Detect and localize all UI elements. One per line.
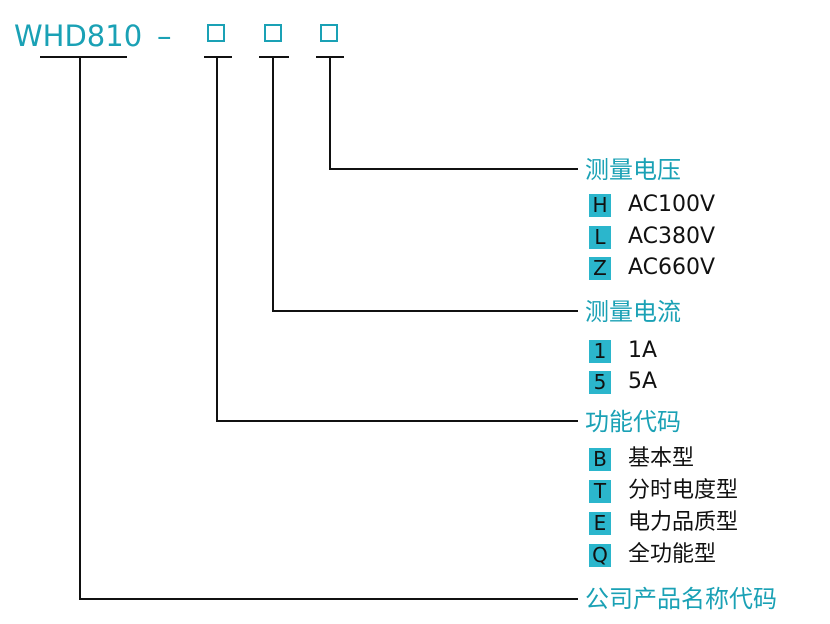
option-label: AC380V xyxy=(628,224,716,249)
option-label: 分时电度型 xyxy=(628,478,739,503)
connector-function xyxy=(216,57,578,422)
section-title-voltage: 测量电压 xyxy=(585,156,681,184)
code-slot-voltage xyxy=(320,24,338,42)
option-code-badge: E xyxy=(589,512,611,535)
option-code-badge: 1 xyxy=(589,340,611,363)
option-code-badge: B xyxy=(589,448,611,471)
section-title-function: 功能代码 xyxy=(585,408,681,436)
section-title-company: 公司产品名称代码 xyxy=(585,585,777,613)
option-code-badge: T xyxy=(589,480,611,503)
option-code-badge: L xyxy=(589,226,611,249)
option-label: 1A xyxy=(628,338,658,363)
model-separator: – xyxy=(157,19,172,53)
connector-current xyxy=(272,57,578,312)
option-code-badge: H xyxy=(589,194,611,217)
option-label: AC100V xyxy=(628,192,716,217)
section-title-current: 测量电流 xyxy=(585,298,681,326)
option-label: 全功能型 xyxy=(628,542,717,567)
model-prefix: WHD810 xyxy=(14,19,143,53)
option-code-badge: Q xyxy=(589,544,611,567)
option-code-badge: 5 xyxy=(589,371,611,394)
connector-company xyxy=(79,57,578,600)
code-slot-function xyxy=(207,24,225,42)
connector-voltage xyxy=(329,57,578,170)
option-code-badge: Z xyxy=(589,257,611,280)
option-label: 电力品质型 xyxy=(628,510,739,535)
code-slot-current xyxy=(264,24,282,42)
option-label: AC660V xyxy=(628,255,716,280)
option-label: 5A xyxy=(628,369,658,394)
option-label: 基本型 xyxy=(628,446,695,471)
